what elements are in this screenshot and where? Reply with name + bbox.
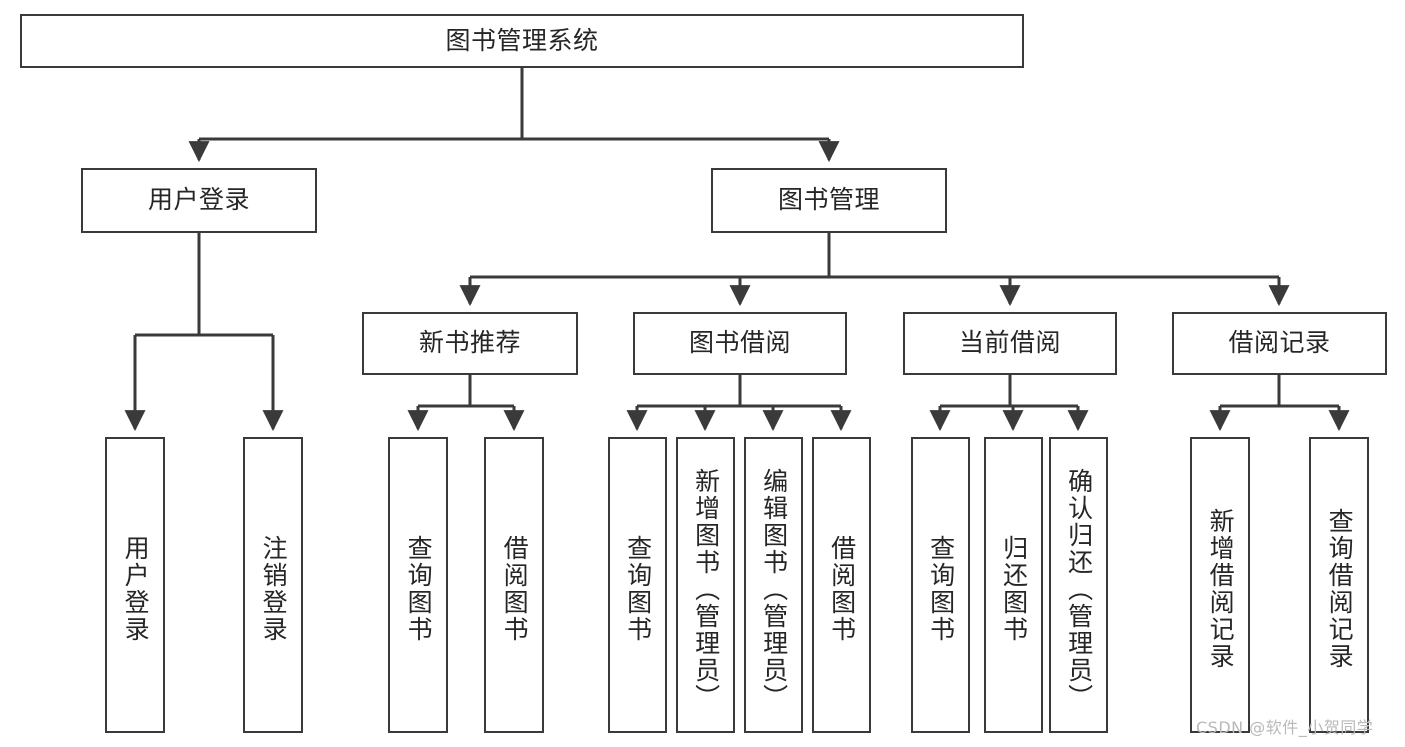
- leaf-logout[interactable]: 注销登录: [243, 437, 303, 733]
- node-user-login[interactable]: 用户登录: [81, 168, 317, 233]
- leaf-confirm-return-admin[interactable]: 确认归还（管理员）: [1049, 437, 1108, 733]
- leaf-borrow-book-label: 借阅图书: [827, 535, 857, 643]
- leaf-edit-book-admin[interactable]: 编辑图书（管理员）: [744, 437, 803, 733]
- node-current-borrow[interactable]: 当前借阅: [903, 312, 1117, 375]
- node-root-label: 图书管理系统: [445, 25, 599, 55]
- leaf-query-borrow-record[interactable]: 查询借阅记录: [1309, 437, 1369, 733]
- leaf-logout-label: 注销登录: [259, 535, 289, 643]
- leaf-query-borrow-record-label: 查询借阅记录: [1325, 508, 1355, 670]
- leaf-return-book[interactable]: 归还图书: [984, 437, 1043, 733]
- leaf-add-book-admin-label: 新增图书（管理员）: [691, 467, 721, 711]
- node-user-login-label: 用户登录: [147, 185, 250, 215]
- leaf-query-book-current-label: 查询图书: [926, 535, 956, 643]
- leaf-query-book-borrow-label: 查询图书: [623, 535, 653, 643]
- leaf-query-book-current[interactable]: 查询图书: [911, 437, 970, 733]
- leaf-user-login-label: 用户登录: [121, 535, 151, 643]
- leaf-return-book-label: 归还图书: [999, 535, 1029, 643]
- leaf-borrow-book-newbook-label: 借阅图书: [500, 535, 530, 643]
- leaf-add-borrow-record-label: 新增借阅记录: [1206, 508, 1236, 670]
- node-book-borrow[interactable]: 图书借阅: [633, 312, 847, 375]
- leaf-edit-book-admin-label: 编辑图书（管理员）: [759, 467, 789, 711]
- leaf-query-book-newbook[interactable]: 查询图书: [388, 437, 448, 733]
- leaf-borrow-book[interactable]: 借阅图书: [812, 437, 871, 733]
- leaf-add-borrow-record[interactable]: 新增借阅记录: [1190, 437, 1250, 733]
- node-new-book-recommend[interactable]: 新书推荐: [362, 312, 578, 375]
- leaf-add-book-admin[interactable]: 新增图书（管理员）: [676, 437, 735, 733]
- leaf-query-book-newbook-label: 查询图书: [404, 535, 434, 643]
- leaf-confirm-return-admin-label: 确认归还（管理员）: [1064, 467, 1094, 711]
- node-book-borrow-label: 图书借阅: [688, 328, 791, 358]
- node-borrow-record-label: 借阅记录: [1228, 328, 1331, 358]
- node-current-borrow-label: 当前借阅: [958, 328, 1061, 358]
- leaf-user-login[interactable]: 用户登录: [105, 437, 165, 733]
- node-book-management[interactable]: 图书管理: [711, 168, 947, 233]
- node-borrow-record[interactable]: 借阅记录: [1172, 312, 1387, 375]
- node-root[interactable]: 图书管理系统: [20, 14, 1024, 68]
- node-new-book-recommend-label: 新书推荐: [418, 328, 521, 358]
- leaf-query-book-borrow[interactable]: 查询图书: [608, 437, 667, 733]
- leaf-borrow-book-newbook[interactable]: 借阅图书: [484, 437, 544, 733]
- node-book-management-label: 图书管理: [777, 185, 880, 215]
